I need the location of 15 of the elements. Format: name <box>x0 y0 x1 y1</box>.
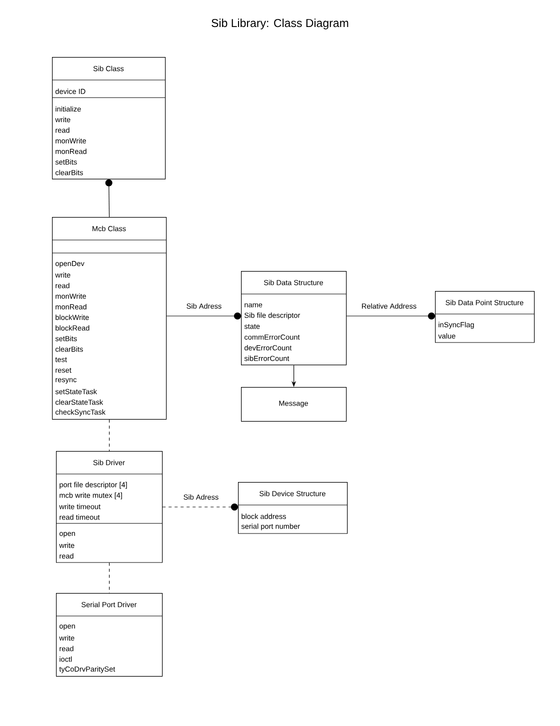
class-box <box>56 451 163 563</box>
connector <box>109 562 110 594</box>
connector <box>162 504 238 510</box>
connector <box>346 312 436 320</box>
connector <box>166 312 242 320</box>
class-box <box>240 271 347 366</box>
class-box <box>434 291 535 343</box>
title: Sib Library: Class Diagram <box>212 18 348 30</box>
class-box <box>56 593 163 677</box>
connector <box>109 419 110 452</box>
class-box <box>238 482 348 534</box>
class-box <box>52 217 167 420</box>
connector <box>105 179 112 218</box>
class-box <box>241 387 347 422</box>
class-box <box>52 57 166 180</box>
